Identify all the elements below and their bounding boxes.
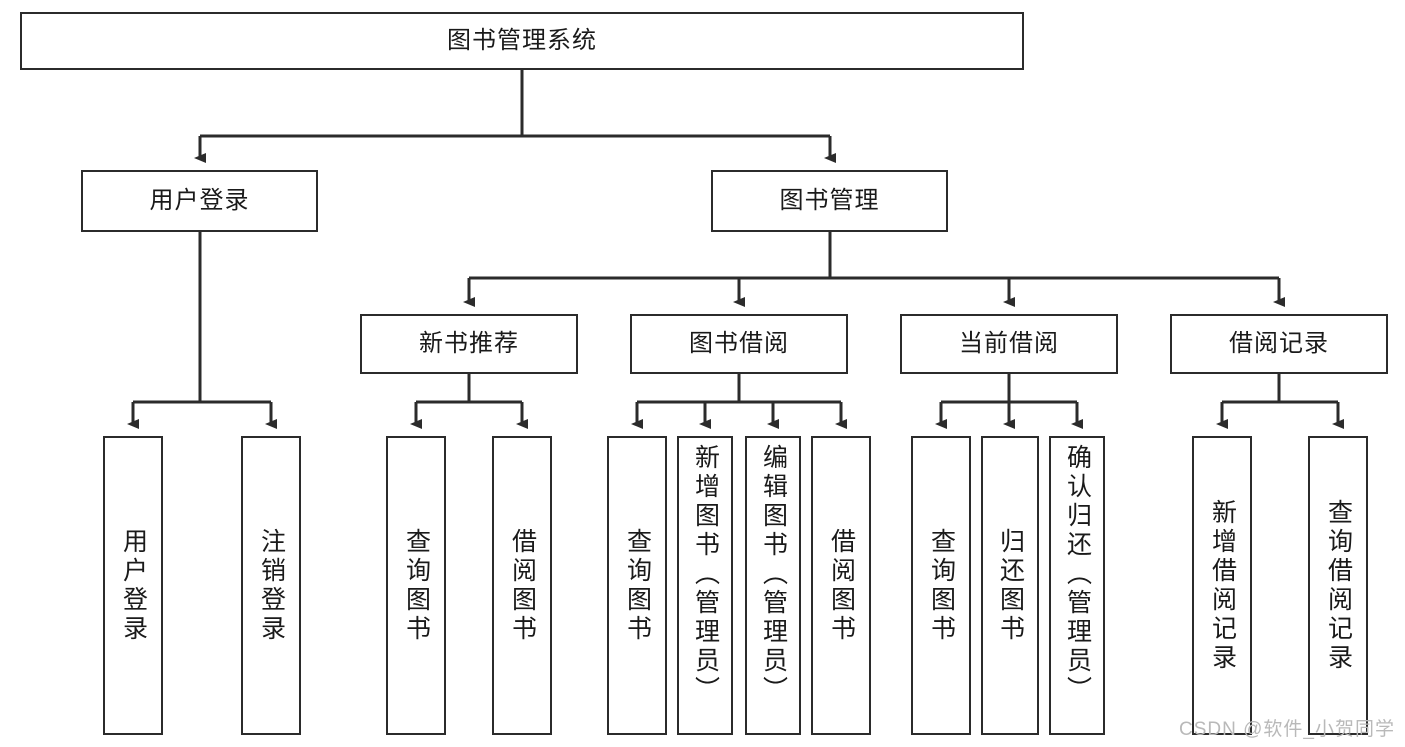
leaf-user-login-logout[interactable]: 注销登录: [241, 436, 301, 735]
leaf-borrow-edit-book[interactable]: 编辑图书（管理员）: [745, 436, 801, 735]
node-label: 图书借阅: [689, 330, 789, 358]
node-label: 查询图书: [623, 527, 652, 644]
node-label: 图书管理: [779, 187, 880, 215]
leaf-current-query-book[interactable]: 查询图书: [911, 436, 971, 735]
node-label: 借阅图书: [827, 527, 856, 644]
node-label: 新增图书（管理员）: [691, 444, 720, 705]
csdn-watermark: CSDN @软件_小贺同学: [1179, 719, 1395, 740]
node-new-book-recommend[interactable]: 新书推荐: [360, 314, 578, 374]
leaf-current-return-book[interactable]: 归还图书: [981, 436, 1039, 735]
node-label: 借阅记录: [1229, 330, 1329, 358]
node-label: 借阅图书: [508, 527, 537, 644]
node-label: 查询图书: [402, 527, 431, 644]
node-label: 用户登录: [119, 527, 148, 644]
leaf-borrow-query-book[interactable]: 查询图书: [607, 436, 667, 735]
node-label: 新书推荐: [419, 330, 519, 358]
leaf-user-login-login[interactable]: 用户登录: [103, 436, 163, 735]
node-user-login[interactable]: 用户登录: [81, 170, 318, 232]
leaf-record-query[interactable]: 查询借阅记录: [1308, 436, 1368, 735]
leaf-new-book-query[interactable]: 查询图书: [386, 436, 446, 735]
leaf-borrow-borrow-book[interactable]: 借阅图书: [811, 436, 871, 735]
leaf-new-book-borrow[interactable]: 借阅图书: [492, 436, 552, 735]
node-root-system[interactable]: 图书管理系统: [20, 12, 1024, 70]
node-label: 注销登录: [257, 527, 286, 644]
node-label: 查询图书: [927, 527, 956, 644]
node-current-borrow[interactable]: 当前借阅: [900, 314, 1118, 374]
node-label: 编辑图书（管理员）: [759, 444, 788, 705]
node-label: 新增借阅记录: [1208, 498, 1237, 673]
node-borrow-record[interactable]: 借阅记录: [1170, 314, 1388, 374]
leaf-borrow-add-book[interactable]: 新增图书（管理员）: [677, 436, 733, 735]
node-label: 当前借阅: [959, 330, 1059, 358]
node-label: 用户登录: [149, 187, 250, 215]
node-label: 确认归还（管理员）: [1063, 444, 1092, 705]
leaf-current-confirm-return[interactable]: 确认归还（管理员）: [1049, 436, 1105, 735]
node-label: 查询借阅记录: [1324, 498, 1353, 673]
node-label: 图书管理系统: [447, 27, 597, 55]
leaf-record-add[interactable]: 新增借阅记录: [1192, 436, 1252, 735]
node-book-management[interactable]: 图书管理: [711, 170, 948, 232]
node-book-borrow[interactable]: 图书借阅: [630, 314, 848, 374]
node-label: 归还图书: [996, 527, 1025, 644]
